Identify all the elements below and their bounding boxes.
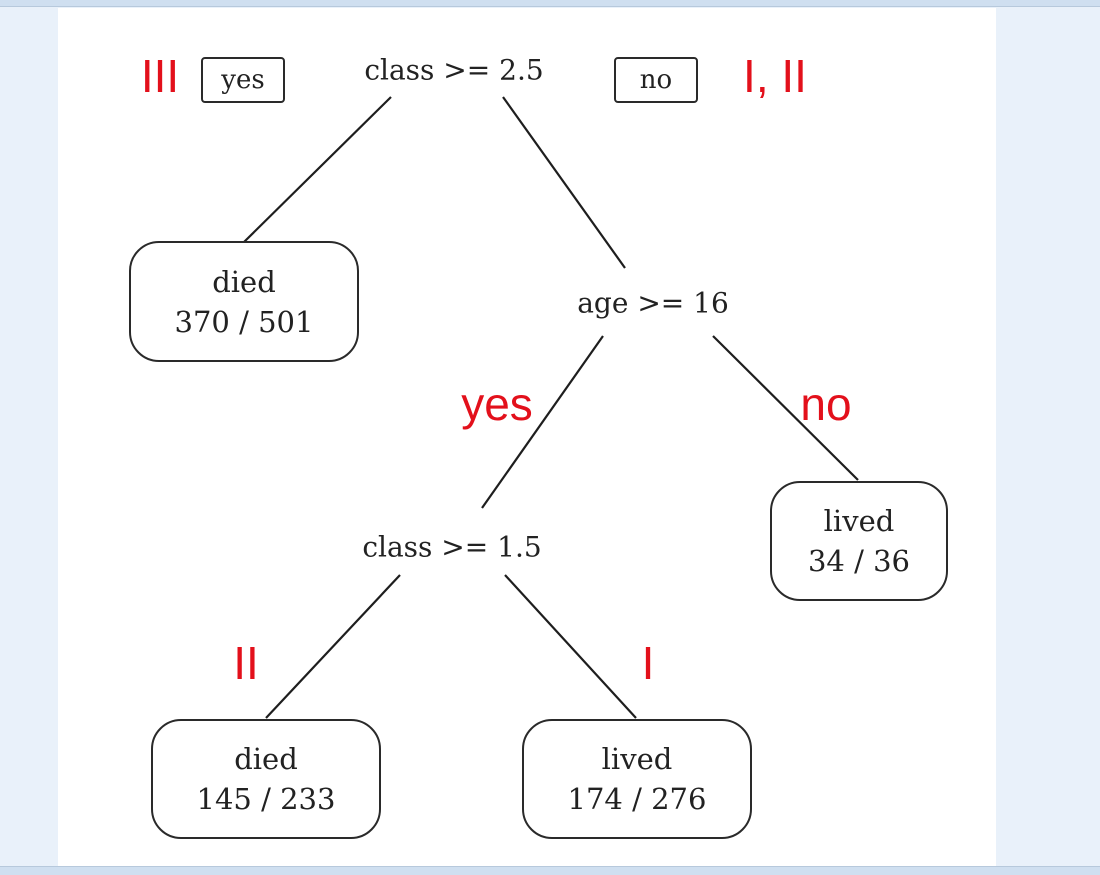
leaf-node: lived 174 / 276 xyxy=(522,719,752,839)
leaf-node: died 370 / 501 xyxy=(129,241,359,362)
legend-no-box: no xyxy=(614,57,698,103)
annotation-class-i: I xyxy=(641,637,655,689)
edge-age-to-class-split xyxy=(481,335,604,509)
window-bottom-edge xyxy=(0,866,1100,875)
edge-class-to-died-leaf xyxy=(265,574,401,719)
leaf-node: died 145 / 233 xyxy=(151,719,381,839)
edge-class-to-lived-leaf xyxy=(504,574,637,719)
edge-root-to-age-split xyxy=(502,96,626,269)
leaf-count: 34 / 36 xyxy=(807,544,910,578)
window-top-edge xyxy=(0,0,1100,7)
leaf-node: lived 34 / 36 xyxy=(770,481,948,601)
annotation-class-iii: III xyxy=(140,50,180,102)
legend-yes-box: yes xyxy=(201,57,285,103)
annotation-age-no: no xyxy=(800,378,852,430)
annotation-age-yes: yes xyxy=(461,378,533,430)
root-split-label: class >= 2.5 xyxy=(364,53,544,87)
annotation-class-i-ii: I, II xyxy=(743,50,807,102)
leaf-count: 174 / 276 xyxy=(567,782,707,816)
annotation-class-ii: II xyxy=(233,637,259,689)
leaf-outcome: died xyxy=(234,742,298,776)
leaf-count: 370 / 501 xyxy=(174,304,314,339)
age-split-label: age >= 16 xyxy=(577,286,729,320)
leaf-outcome: lived xyxy=(601,742,673,776)
leaf-outcome: died xyxy=(212,264,276,299)
edge-age-to-lived-leaf xyxy=(712,335,859,481)
leaf-count: 145 / 233 xyxy=(196,782,336,816)
leaf-outcome: lived xyxy=(823,504,895,538)
class-split-label: class >= 1.5 xyxy=(362,530,542,564)
legend-yes-label: yes xyxy=(221,65,265,95)
legend-no-label: no xyxy=(639,65,673,95)
edge-root-to-died-leaf xyxy=(243,96,392,243)
